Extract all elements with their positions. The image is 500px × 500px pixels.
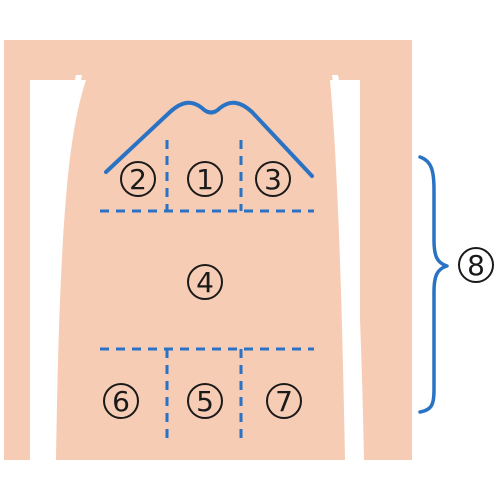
- region-label-4: 4: [196, 266, 214, 299]
- region-marker-5: 5: [187, 383, 223, 419]
- torso-silhouette: [4, 40, 412, 460]
- right-arm-gap: [332, 75, 364, 460]
- left-arm-gap: [44, 75, 82, 460]
- region-marker-1: 1: [187, 161, 223, 197]
- region-marker-6: 6: [103, 383, 139, 419]
- region-label-7: 7: [275, 385, 293, 418]
- region-marker-2: 2: [120, 161, 156, 197]
- region-label-5: 5: [196, 385, 214, 418]
- region-label-3: 3: [264, 163, 282, 196]
- curly-brace: [418, 155, 449, 414]
- bracket-marker-8: 8: [458, 247, 494, 283]
- region-label-6: 6: [112, 385, 130, 418]
- region-marker-7: 7: [266, 383, 302, 419]
- bracket-label-8: 8: [467, 249, 485, 282]
- region-marker-3: 3: [255, 161, 291, 197]
- region-marker-4: 4: [187, 264, 223, 300]
- region-label-1: 1: [196, 163, 214, 196]
- rib-arch-line: [104, 100, 314, 178]
- region-label-2: 2: [129, 163, 147, 196]
